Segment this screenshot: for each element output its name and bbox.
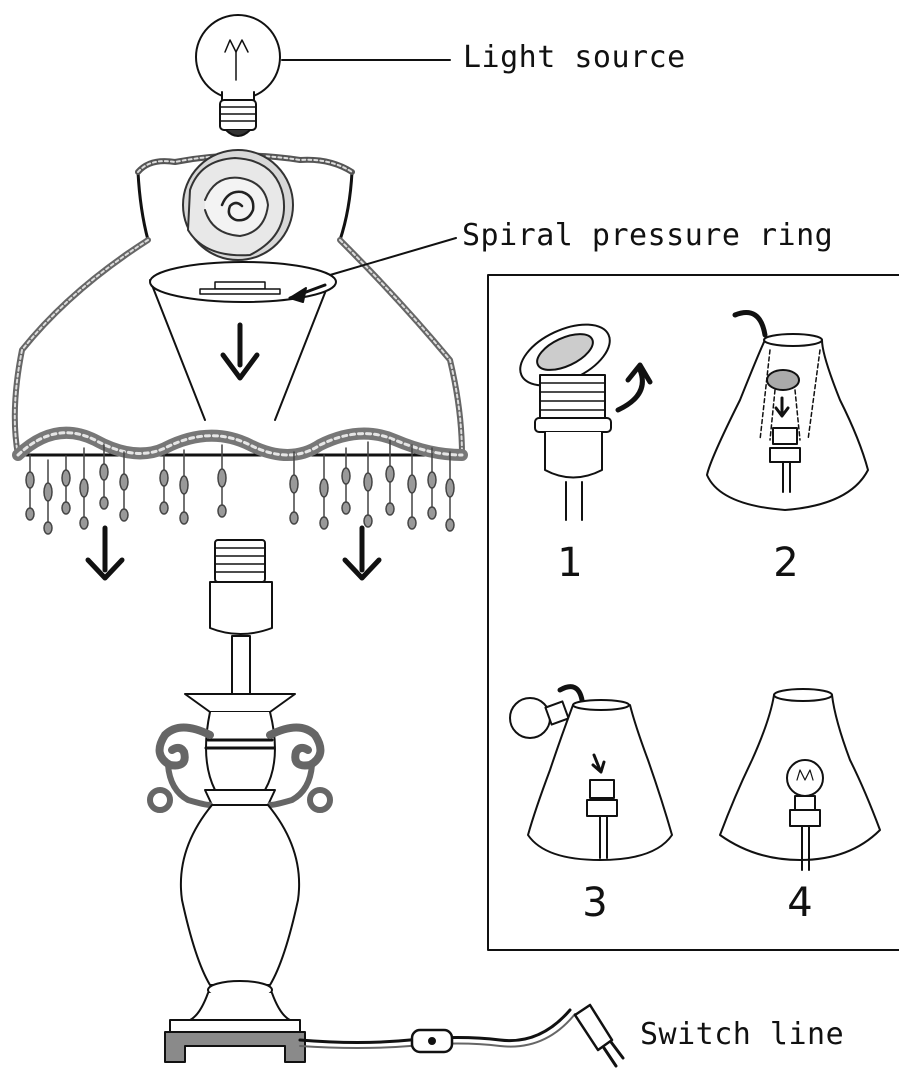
switch-line-label: Switch line (640, 1017, 844, 1052)
light-bulb-icon (196, 15, 280, 136)
scroll-handle-right (270, 728, 330, 811)
spiral-pressure-ring-label: Spiral pressure ring (462, 218, 833, 253)
light-source-label: Light source (463, 40, 686, 75)
lamp-base (150, 540, 330, 1062)
plug-icon (575, 1005, 623, 1066)
step-3-number: 3 (565, 880, 625, 926)
rose-ornament-icon (183, 150, 293, 260)
scroll-handle-left (150, 728, 210, 811)
step-4-number: 4 (770, 880, 830, 926)
down-arrow-icon (345, 528, 379, 578)
switch-cord (300, 1005, 623, 1066)
step-2-number: 2 (756, 540, 816, 586)
step-1-number: 1 (540, 540, 600, 586)
down-arrow-icon (88, 528, 122, 578)
lampshade (15, 150, 462, 534)
